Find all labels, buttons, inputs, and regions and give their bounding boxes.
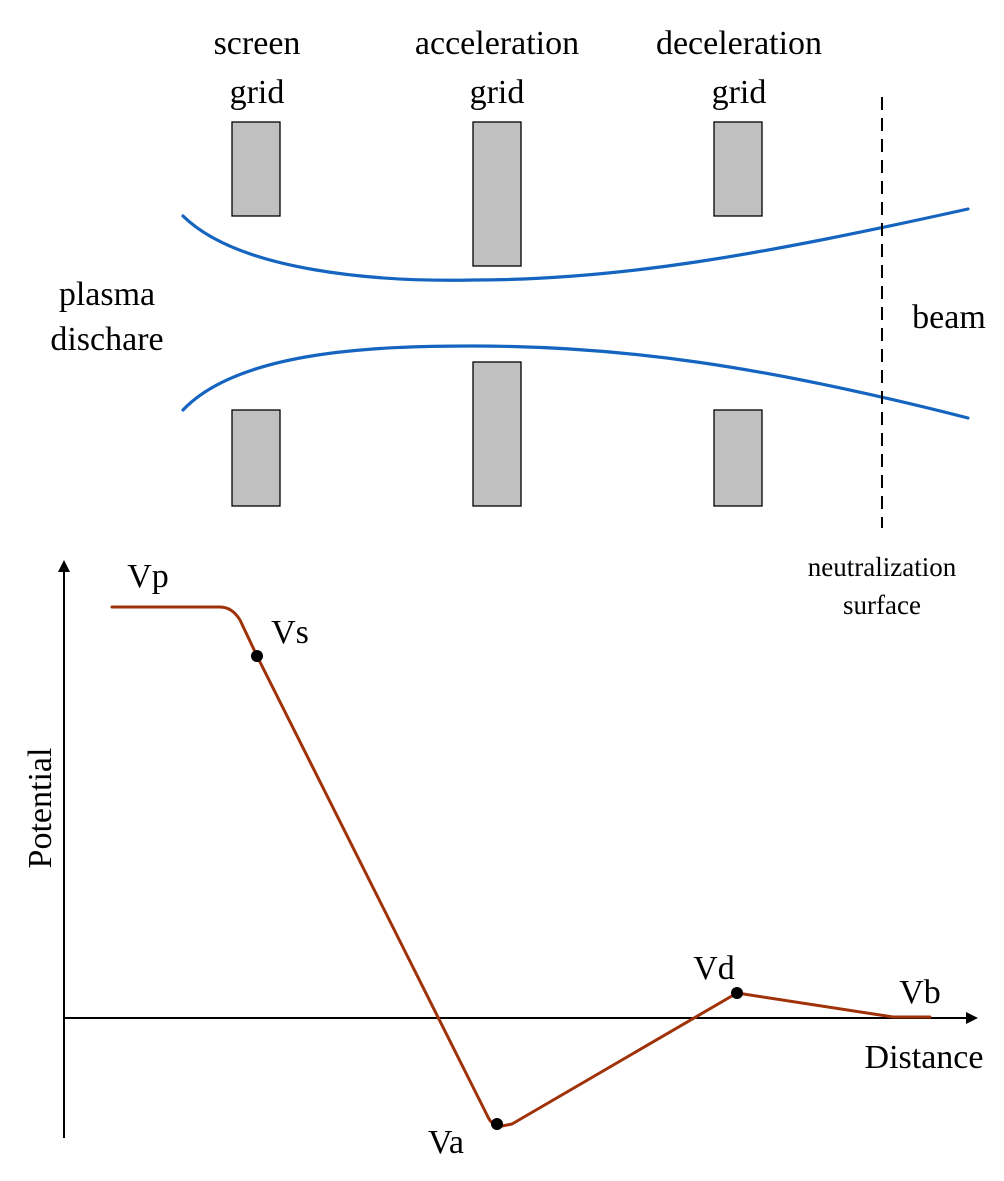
distance-axis-label: Distance	[865, 1039, 984, 1076]
screen-grid-label-line1: screen	[214, 25, 301, 62]
deceleration-grid-upper	[713, 121, 763, 217]
vd-point-marker	[731, 987, 743, 999]
vs-label: Vs	[271, 614, 309, 651]
acceleration-grid-lower	[472, 361, 522, 507]
plasma-discharge-label-line2: dischare	[50, 321, 163, 358]
vb-label: Vb	[899, 974, 941, 1011]
vd-label: Vd	[693, 950, 735, 987]
potential-axis-label: Potential	[22, 748, 59, 869]
screen-grid-lower	[231, 409, 281, 507]
neutralization-surface-label-line2: surface	[843, 590, 921, 620]
va-point-marker	[491, 1118, 503, 1130]
va-label: Va	[428, 1124, 464, 1161]
screen-grid-upper	[231, 121, 281, 217]
plasma-discharge-label-line1: plasma	[59, 276, 155, 313]
vs-point-marker	[251, 650, 263, 662]
vp-label: Vp	[127, 558, 169, 595]
acceleration-grid-upper	[472, 121, 522, 267]
screen-grid-label-line2: grid	[230, 74, 285, 111]
deceleration-grid-label-line1: deceleration	[656, 25, 822, 62]
beam-envelope-lower	[181, 344, 970, 420]
acceleration-grid-label-line2: grid	[470, 74, 525, 111]
deceleration-grid-lower	[713, 409, 763, 507]
beam-envelope-upper	[181, 207, 970, 282]
beam-label: beam	[912, 299, 986, 336]
potential-curve	[110, 605, 932, 1128]
acceleration-grid-label-line1: acceleration	[415, 25, 579, 62]
neutralization-surface-label-line1: neutralization	[808, 552, 957, 582]
deceleration-grid-label-line2: grid	[712, 74, 767, 111]
